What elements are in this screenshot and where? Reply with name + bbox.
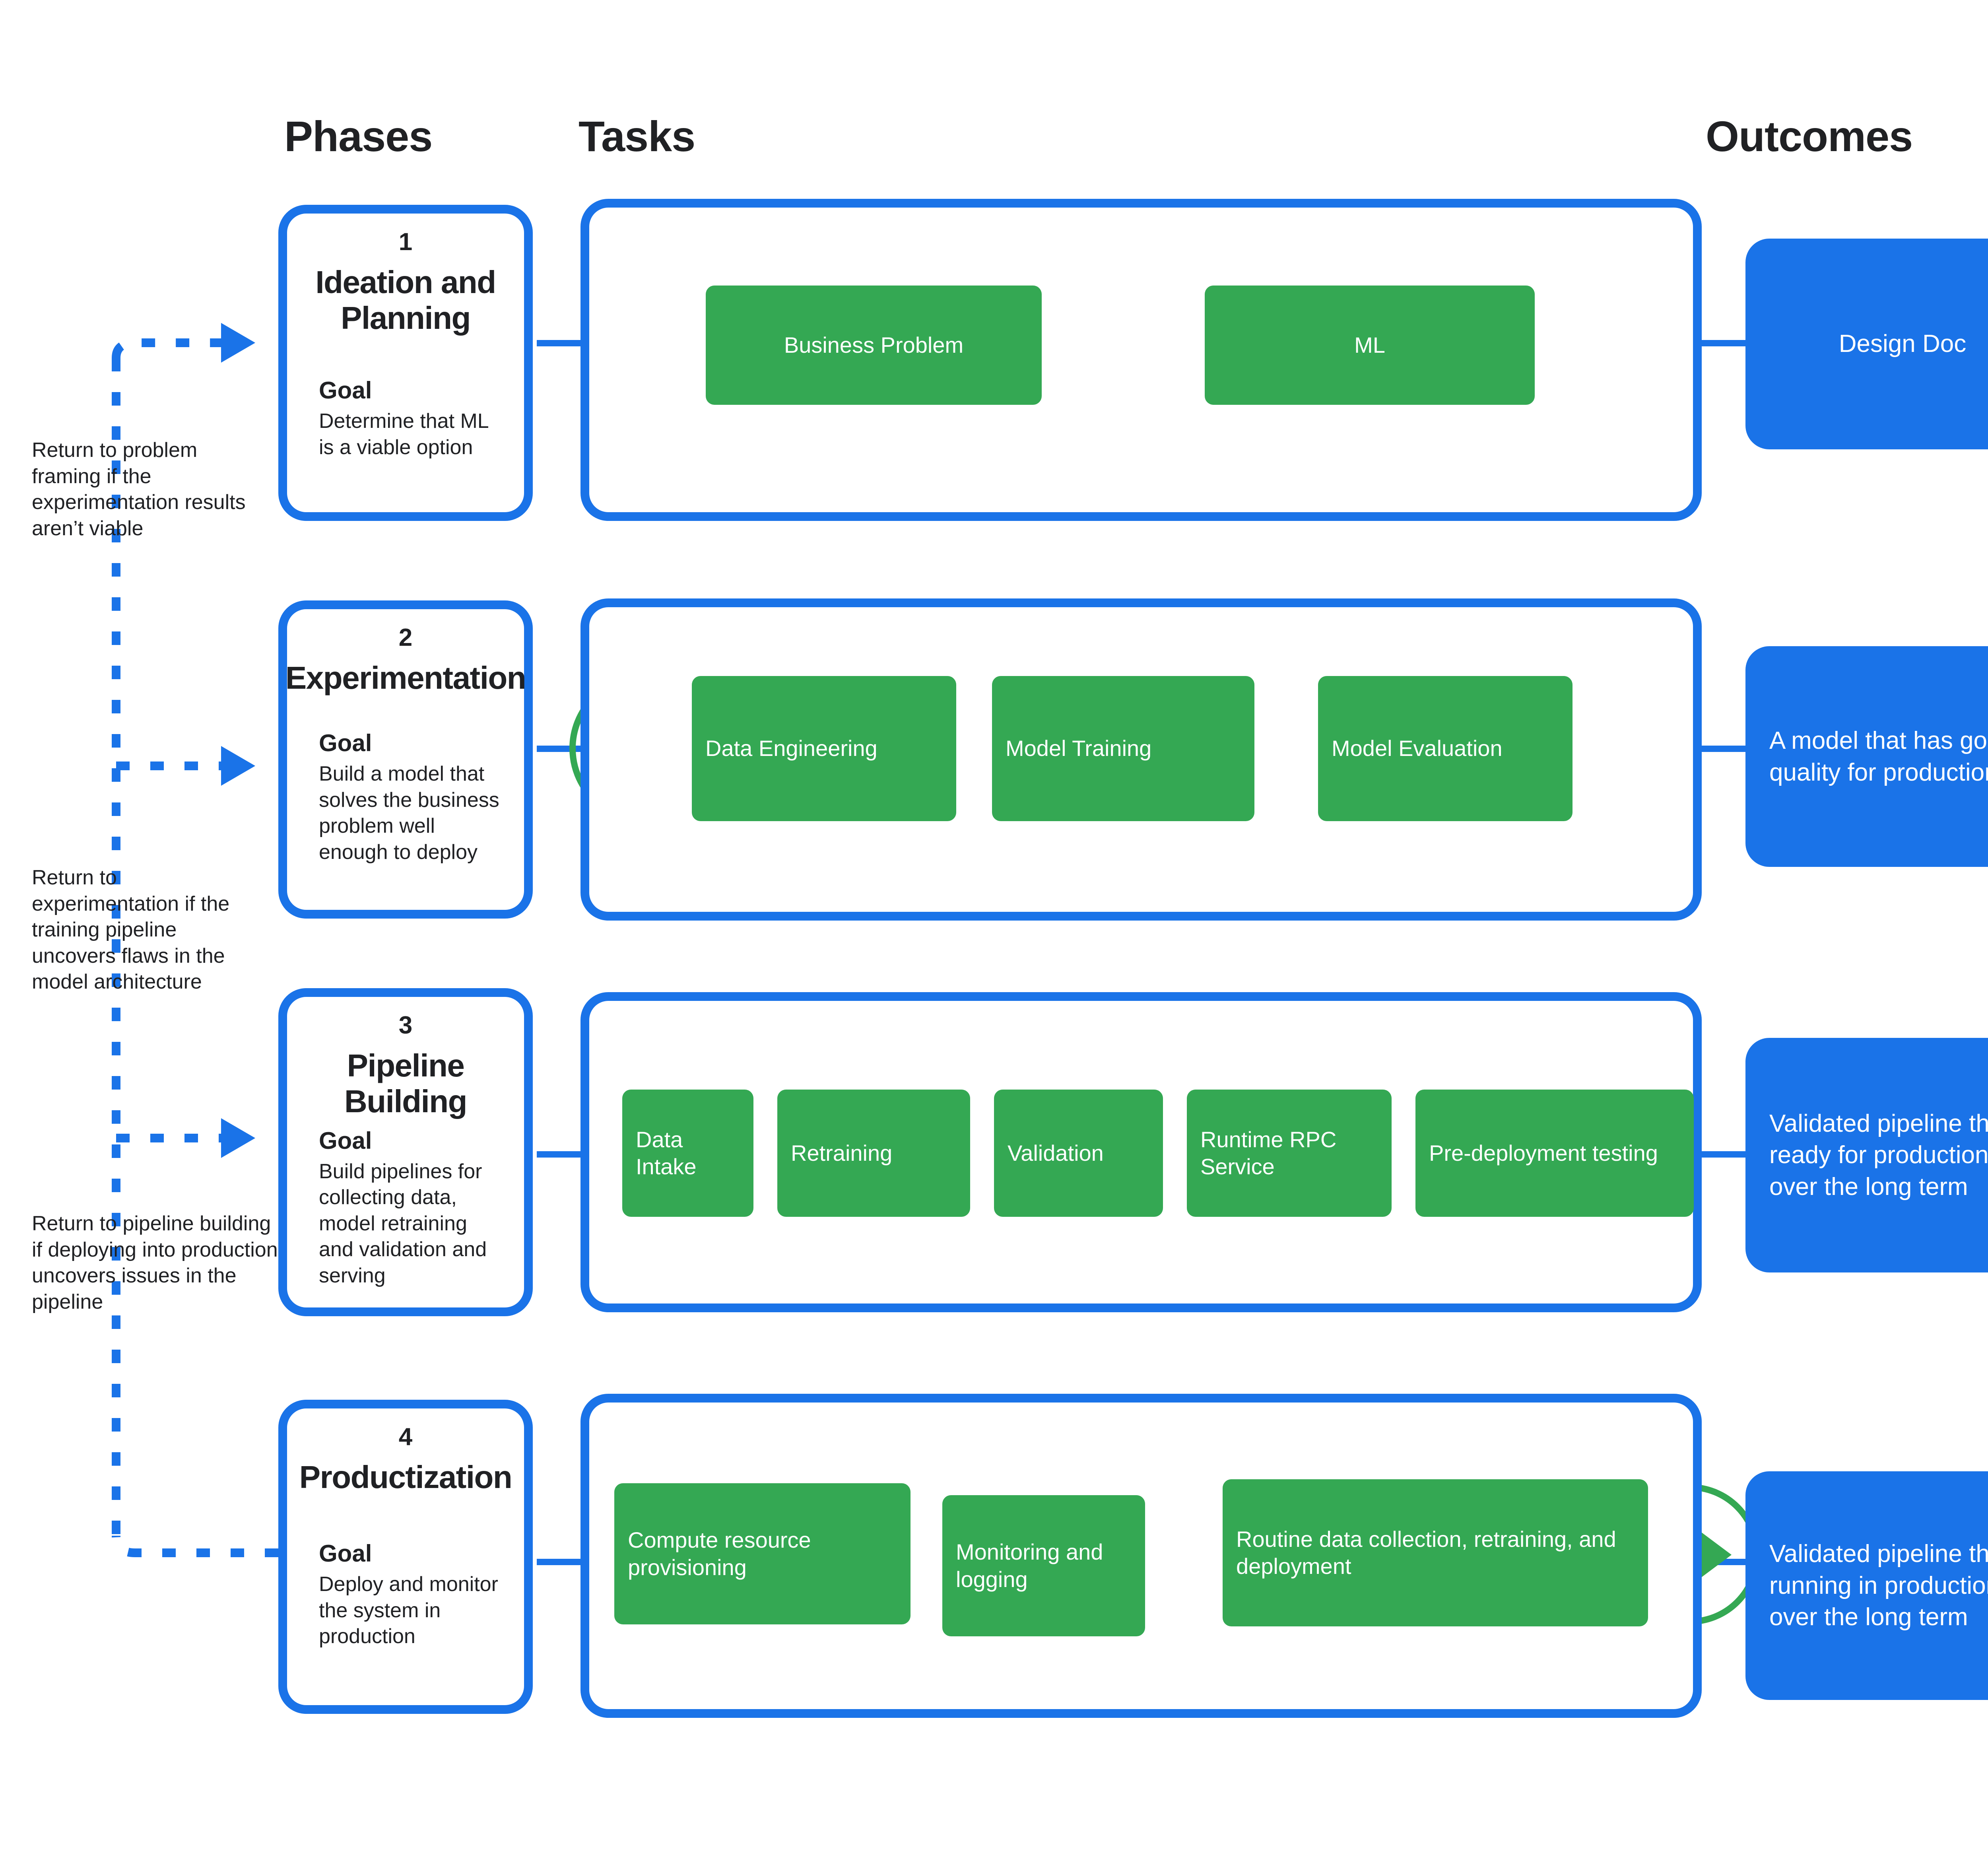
- goal-text: Deploy and monitor the system in product…: [319, 1573, 498, 1648]
- phase-card-2[interactable]: 2 Experimentation Goal Build a model tha…: [278, 600, 533, 919]
- column-header-outcomes: Outcomes: [1706, 112, 1913, 160]
- goal-label: Goal: [319, 730, 372, 757]
- outcome-box-4[interactable]: Validated pipeline that’s running in pro…: [1745, 1471, 1988, 1700]
- goal-text: Build a model that solves the business p…: [319, 762, 499, 864]
- task-box-model-evaluation[interactable]: Model Evaluation: [1318, 676, 1573, 821]
- phase-card-4[interactable]: 4 Productization Goal Deploy and monitor…: [278, 1400, 533, 1714]
- phase-title: Pipeline Building: [344, 1048, 467, 1119]
- task-box-data-intake[interactable]: Data Intake: [622, 1090, 753, 1217]
- cycle-arrowhead-right-r4: [1697, 1529, 1732, 1581]
- phase-number: 4: [398, 1423, 413, 1451]
- phase-number: 3: [398, 1012, 413, 1039]
- feedback-note-1: Return to problem framing if the experim…: [32, 439, 246, 540]
- phase-title: Experimentation: [285, 660, 526, 696]
- task-box-model-training[interactable]: Model Training: [992, 676, 1254, 821]
- feedback-note-2: Return to experimentation if the trainin…: [32, 866, 230, 994]
- task-box-validation[interactable]: Validation: [994, 1090, 1163, 1217]
- feedback-note-3: Return to pipeline building if deploying…: [32, 1212, 278, 1313]
- column-header-tasks: Tasks: [579, 112, 695, 160]
- task-box-ml[interactable]: ML: [1205, 286, 1535, 405]
- connector-phase3-tasks: [537, 1151, 584, 1158]
- phase-goal-block: Goal Determine that ML is a viable optio…: [305, 375, 506, 460]
- connector-phase2-tasks: [537, 746, 584, 752]
- connector-tasks-outcome3: [1698, 1151, 1745, 1158]
- feedback-source-phase4: [112, 1535, 278, 1557]
- task-box-retraining[interactable]: Retraining: [777, 1090, 970, 1217]
- phase-title: Productization: [299, 1459, 513, 1495]
- connector-phase1-tasks: [537, 340, 584, 346]
- feedback-arrowhead-phase3: [221, 1118, 255, 1158]
- task-box-pre-deployment-testing[interactable]: Pre-deployment testing: [1415, 1090, 1694, 1217]
- task-box-data-engineering[interactable]: Data Engineering: [692, 676, 956, 821]
- connector-phase4-tasks: [537, 1559, 584, 1565]
- feedback-branch-to-phase1: [112, 338, 223, 358]
- goal-text: Build pipelines for collecting data, mod…: [319, 1160, 487, 1287]
- task-box-runtime-rpc-service[interactable]: Runtime RPC Service: [1187, 1090, 1392, 1217]
- feedback-arrowhead-phase1: [221, 323, 255, 363]
- outcome-box-1[interactable]: Design Doc: [1745, 239, 1988, 449]
- phase-card-1[interactable]: 1 Ideation and Planning Goal Determine t…: [278, 205, 533, 521]
- task-box-monitoring-and-logging[interactable]: Monitoring and logging: [942, 1495, 1145, 1636]
- connector-tasks-outcome2: [1698, 746, 1745, 752]
- phase-goal-block: Goal Build pipelines for collecting data…: [305, 1126, 506, 1289]
- connector-tasks-outcome1: [1698, 340, 1745, 346]
- phase-number: 1: [398, 228, 413, 256]
- phase-goal-block: Goal Deploy and monitor the system in pr…: [305, 1539, 506, 1650]
- goal-label: Goal: [319, 377, 372, 404]
- task-box-routine-data-collection[interactable]: Routine data collection, retraining, and…: [1223, 1479, 1648, 1626]
- column-header-phases: Phases: [284, 112, 433, 160]
- feedback-arrowhead-phase2: [221, 746, 255, 786]
- outcome-box-2[interactable]: A model that has good quality for produc…: [1745, 646, 1988, 867]
- goal-text: Determine that ML is a viable option: [319, 410, 488, 459]
- phase-number: 2: [398, 624, 413, 651]
- goal-label: Goal: [319, 1127, 372, 1154]
- task-box-compute-resource-provisioning[interactable]: Compute resource provisioning: [614, 1483, 911, 1624]
- phase-card-3[interactable]: 3 Pipeline Building Goal Build pipelines…: [278, 988, 533, 1316]
- outcome-box-3[interactable]: Validated pipeline that’s ready for prod…: [1745, 1038, 1988, 1272]
- goal-label: Goal: [319, 1540, 372, 1567]
- connector-tasks-outcome4: [1698, 1559, 1745, 1565]
- phase-goal-block: Goal Build a model that solves the busin…: [305, 728, 506, 865]
- phase-title: Ideation and Planning: [315, 264, 496, 336]
- task-box-business-problem[interactable]: Business Problem: [706, 286, 1042, 405]
